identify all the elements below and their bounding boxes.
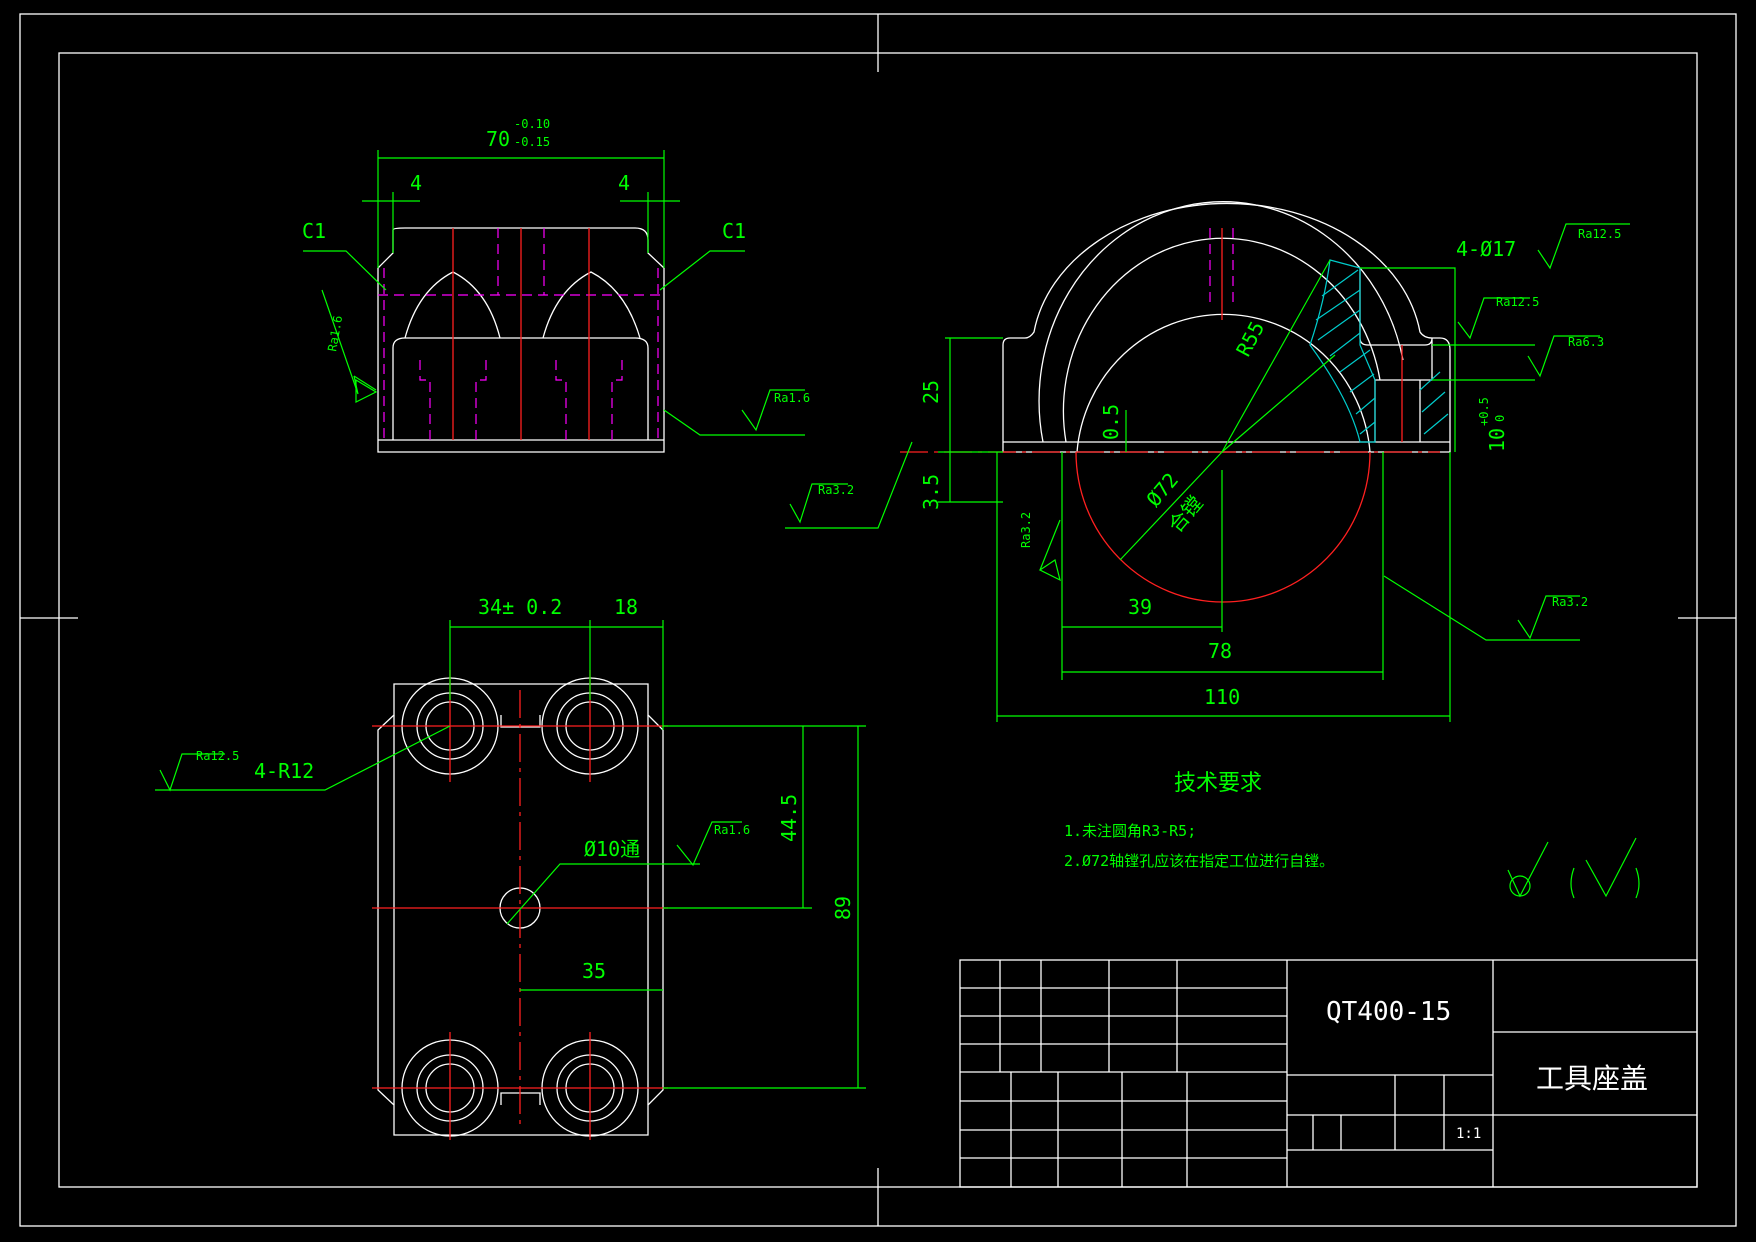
general-roughness-symbol bbox=[1507, 837, 1640, 899]
dim-half-height: 44.5 bbox=[777, 794, 801, 842]
dim-0-5: 0.5 bbox=[1099, 404, 1123, 440]
holes-label: 4-Ø17 bbox=[1456, 237, 1516, 261]
dim-height: 89 bbox=[831, 896, 855, 920]
dim-10-tol-upper: +0.5 bbox=[1477, 397, 1491, 426]
dim-39: 39 bbox=[1128, 595, 1152, 619]
part-name: 工具座盖 bbox=[1536, 1062, 1648, 1095]
dim-left-offset: 4 bbox=[410, 171, 422, 195]
roughness-left: Ra1.6 bbox=[325, 315, 345, 353]
roughness-base: Ra3.2 bbox=[818, 483, 854, 497]
dim-hole-spacing: 34± 0.2 bbox=[478, 595, 562, 619]
dim-10-tol-lower: 0 bbox=[1493, 415, 1507, 422]
hole-label: Ø10通 bbox=[584, 837, 640, 861]
dim-width-tol-upper: -0.10 bbox=[514, 117, 550, 131]
dim-center: 35 bbox=[582, 959, 606, 983]
dim-78: 78 bbox=[1208, 639, 1232, 663]
dim-3-5: 3.5 bbox=[919, 474, 943, 510]
roughness-counterbore: Ra12.5 bbox=[1496, 295, 1539, 309]
dim-edge: 18 bbox=[614, 595, 638, 619]
roughness-right: Ra3.2 bbox=[1552, 595, 1588, 609]
dim-corner-radius: 4-R12 bbox=[254, 759, 314, 783]
tech-requirements: 技术要求 1.未注圆角R3-R5; 2.Ø72轴镗孔应该在指定工位进行自镗。 bbox=[1064, 771, 1334, 870]
front-view: 70 -0.10 -0.15 4 4 C1 C1 Ra1.6 Ra1.6 bbox=[302, 117, 810, 453]
roughness-bore: Ra3.2 bbox=[1019, 512, 1033, 548]
tech-title: 技术要求 bbox=[1174, 771, 1262, 796]
chamfer-right: C1 bbox=[722, 219, 746, 243]
dim-110: 110 bbox=[1204, 685, 1240, 709]
roughness-right: Ra1.6 bbox=[774, 391, 810, 405]
roughness-bore-face: Ra6.3 bbox=[1568, 335, 1604, 349]
scale-label: 1:1 bbox=[1456, 1126, 1481, 1142]
sheet-frame bbox=[19, 13, 1737, 1227]
roughness-hole: Ra1.6 bbox=[714, 823, 750, 837]
section-hatch bbox=[1315, 269, 1449, 435]
roughness-corner: Ra12.5 bbox=[196, 749, 239, 763]
roughness-holes: Ra12.5 bbox=[1578, 227, 1621, 241]
dim-10: 10 bbox=[1485, 428, 1509, 452]
top-view: 34± 0.2 18 Ra12.5 4-R12 Ø10通 Ra1.6 44.5 … bbox=[155, 595, 866, 1140]
radius-label: R55 bbox=[1231, 317, 1269, 360]
dim-width: 70 bbox=[486, 127, 510, 151]
title-block: QT400-15 工具座盖 1:1 bbox=[959, 959, 1698, 1188]
tech-item-1: 1.未注圆角R3-R5; bbox=[1064, 822, 1196, 840]
material-label: QT400-15 bbox=[1326, 997, 1451, 1027]
dim-right-offset: 4 bbox=[618, 171, 630, 195]
dim-25: 25 bbox=[919, 380, 943, 404]
dim-width-tol-lower: -0.15 bbox=[514, 135, 550, 149]
chamfer-left: C1 bbox=[302, 219, 326, 243]
side-view: R55 Ø72 合镗 4-Ø17 Ra12.5 Ra12.5 Ra6.3 10 … bbox=[785, 201, 1630, 722]
tech-item-2: 2.Ø72轴镗孔应该在指定工位进行自镗。 bbox=[1064, 852, 1334, 870]
